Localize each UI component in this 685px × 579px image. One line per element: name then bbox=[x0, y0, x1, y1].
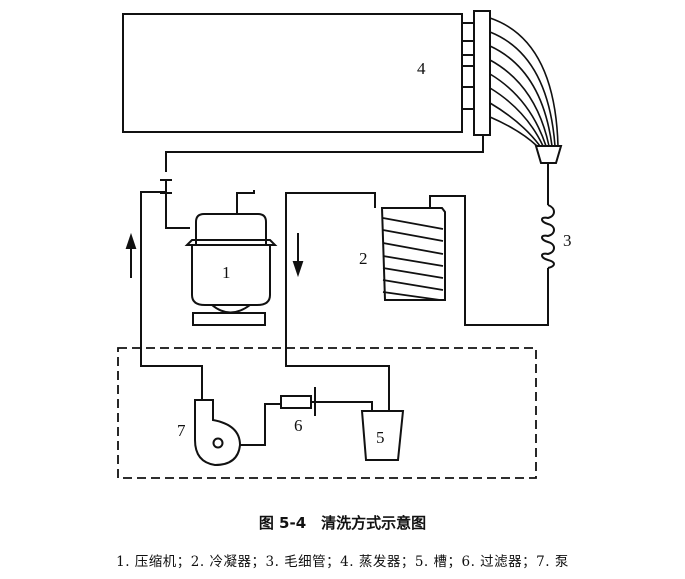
distributor-tubes bbox=[489, 17, 559, 147]
label-compressor: 1 bbox=[222, 263, 231, 282]
compressor-suction-pipe bbox=[165, 193, 190, 229]
distributor-cone bbox=[534, 145, 563, 164]
condenser bbox=[380, 207, 446, 301]
label-evaporator: 4 bbox=[417, 59, 426, 78]
filter bbox=[280, 387, 373, 416]
label-condenser: 2 bbox=[359, 249, 368, 268]
left-pipe bbox=[140, 180, 203, 400]
flow-arrow-down-icon bbox=[292, 233, 304, 278]
capillary-coil bbox=[541, 204, 555, 269]
top-return-pipe bbox=[165, 135, 484, 172]
capillary-tube bbox=[429, 163, 549, 326]
label-pump: 7 bbox=[177, 421, 186, 440]
evaporator-connectors bbox=[462, 22, 474, 110]
pump bbox=[194, 399, 281, 467]
compressor bbox=[184, 190, 278, 326]
label-tank: 5 bbox=[376, 428, 385, 447]
label-filter: 6 bbox=[294, 416, 303, 435]
figure-title: 图 5-4 清洗方式示意图 bbox=[258, 514, 427, 532]
right-pipe bbox=[285, 192, 390, 411]
figure-legend: 1. 压缩机；2. 冷凝器；3. 毛细管；4. 蒸发器；5. 槽；6. 过滤器；… bbox=[116, 554, 569, 570]
evaporator-body bbox=[122, 13, 463, 133]
flow-arrow-up-icon bbox=[125, 232, 137, 278]
tank bbox=[360, 410, 405, 461]
evaporator-header bbox=[473, 10, 491, 136]
condenser-coils bbox=[382, 217, 444, 301]
cleaning-unit-boundary bbox=[117, 347, 537, 479]
label-capillary: 3 bbox=[563, 231, 572, 250]
